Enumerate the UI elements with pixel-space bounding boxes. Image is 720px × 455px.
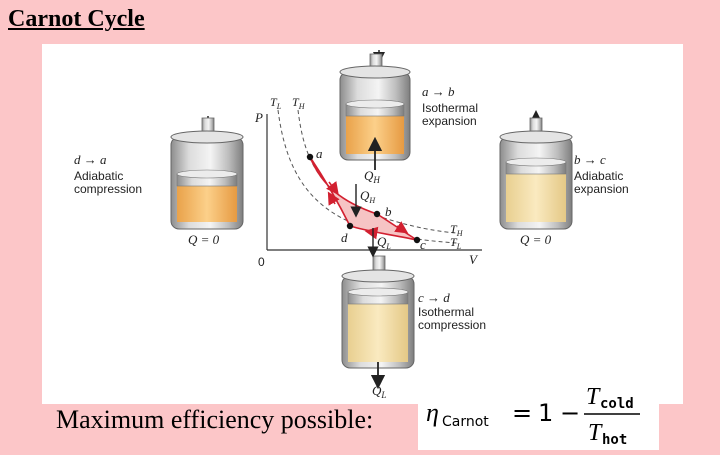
eta-subscript: Carnot xyxy=(442,414,489,430)
svg-text:−: − xyxy=(560,399,580,427)
svg-text:Adiabatic: Adiabatic xyxy=(574,169,623,183)
origin-label: 0 xyxy=(258,255,265,269)
svg-text:d → a: d → a xyxy=(74,152,107,167)
point-b xyxy=(373,210,381,218)
carnot-efficiency-formula: η Carnot = 1 − T cold T hot xyxy=(418,376,659,450)
slide-title: Carnot Cycle xyxy=(8,6,145,32)
svg-text:QH: QH xyxy=(364,168,380,185)
cylinder-right xyxy=(499,110,573,230)
left-step-label: d → a Adiabatic compression Q = 0 xyxy=(74,152,220,247)
denominator: T xyxy=(588,420,603,446)
pv-diagram: P V 0 TL TH TH TL QH QL a b c d xyxy=(254,95,482,269)
right-step-label: b → c Adiabatic expansion Q = 0 xyxy=(520,152,629,247)
svg-text:b → c: b → c xyxy=(574,152,606,167)
svg-text:a → b: a → b xyxy=(422,84,455,99)
v-axis-label: V xyxy=(469,252,479,267)
svg-text:expansion: expansion xyxy=(574,182,629,196)
svg-text:QH: QH xyxy=(360,188,376,205)
svg-text:TL: TL xyxy=(450,235,462,251)
point-a xyxy=(306,153,314,161)
svg-text:Adiabatic: Adiabatic xyxy=(74,169,123,183)
svg-text:c: c xyxy=(420,237,426,252)
max-efficiency-text: Maximum efficiency possible: xyxy=(56,405,374,434)
svg-text:1: 1 xyxy=(538,399,553,427)
svg-text:Isothermal: Isothermal xyxy=(418,305,474,319)
top-step-label: a → b Isothermal expansion QH xyxy=(364,84,478,185)
svg-text:compression: compression xyxy=(418,318,486,332)
svg-text:expansion: expansion xyxy=(422,114,477,128)
svg-text:TH: TH xyxy=(292,95,306,111)
svg-text:cold: cold xyxy=(600,396,634,412)
svg-text:Q = 0: Q = 0 xyxy=(188,232,220,247)
svg-text:QL: QL xyxy=(377,234,391,251)
bottom-step-label: c → d Isothermal compression QL xyxy=(372,290,486,400)
svg-text:b: b xyxy=(385,204,392,219)
svg-text:=: = xyxy=(512,399,532,427)
svg-text:TH: TH xyxy=(450,222,464,238)
svg-text:compression: compression xyxy=(74,182,142,196)
svg-text:d: d xyxy=(341,230,348,245)
svg-text:Isothermal: Isothermal xyxy=(422,101,478,115)
svg-text:TL: TL xyxy=(270,95,282,111)
eta-symbol: η xyxy=(426,398,439,427)
point-c xyxy=(413,236,421,244)
carnot-figure: a → b Isothermal expansion QH d → a Adia… xyxy=(42,44,683,404)
svg-text:a: a xyxy=(316,146,323,161)
svg-text:hot: hot xyxy=(602,432,627,448)
p-axis-label: P xyxy=(254,110,263,125)
cylinder-bottom xyxy=(341,255,415,390)
svg-text:QL: QL xyxy=(372,383,386,400)
point-d xyxy=(346,222,354,230)
svg-text:Q = 0: Q = 0 xyxy=(520,232,552,247)
svg-text:c → d: c → d xyxy=(418,290,450,305)
cylinder-left xyxy=(170,116,244,230)
numerator: T xyxy=(586,384,601,410)
cylinder-top xyxy=(339,50,411,170)
